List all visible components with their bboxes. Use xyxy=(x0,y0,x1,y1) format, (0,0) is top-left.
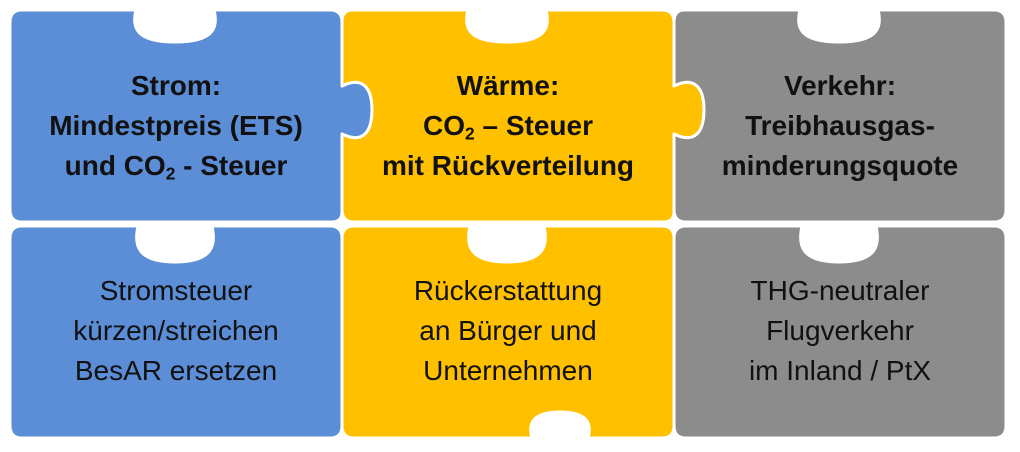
title-verkehr-line3: minderungsquote xyxy=(721,150,959,181)
puzzle-piece-verkehr-top xyxy=(672,8,1008,224)
measure-waerme-line3: Unternehmen xyxy=(423,355,593,386)
title-strom-line1: Strom: xyxy=(130,70,222,101)
measure-waerme-line2: an Bürger und xyxy=(419,315,597,346)
puzzle-piece-verkehr-bottom xyxy=(672,224,1008,440)
title-waerme-line3: mit Rückverteilung xyxy=(381,150,635,181)
puzzle-piece-waerme-bottom xyxy=(340,224,676,440)
measure-verkehr-line2: Flugverkehr xyxy=(766,315,914,346)
measure-strom: Stromsteuer kürzen/streichen BesAR erset… xyxy=(16,266,336,396)
title-waerme-line1: Wärme: xyxy=(456,70,560,101)
title-verkehr-line1: Verkehr: xyxy=(783,70,897,101)
title-strom-line3: und CO2 - Steuer xyxy=(64,150,288,184)
title-strom-line2: Mindestpreis (ETS) xyxy=(49,110,303,141)
measure-waerme: Rückerstattung an Bürger und Unternehmen xyxy=(348,266,668,396)
measure-strom-line2: kürzen/streichen xyxy=(73,315,279,346)
title-verkehr: Verkehr: Treibhausgas- minderungsquote xyxy=(680,56,1000,196)
measure-verkehr: THG-neutraler Flugverkehr im Inland / Pt… xyxy=(680,266,1000,396)
measure-waerme-line1: Rückerstattung xyxy=(413,275,603,306)
measure-strom-line3: BesAR ersetzen xyxy=(74,355,278,386)
measure-strom-line1: Stromsteuer xyxy=(99,275,253,306)
title-waerme: Wärme: CO2 – Steuer mit Rückverteilung xyxy=(348,56,668,196)
title-verkehr-line2: Treibhausgas- xyxy=(745,110,935,141)
measure-verkehr-line1: THG-neutraler xyxy=(750,275,930,306)
title-waerme-line2: CO2 – Steuer xyxy=(423,110,593,144)
measure-verkehr-line3: im Inland / PtX xyxy=(748,355,932,386)
title-strom: Strom: Mindestpreis (ETS) und CO2 - Steu… xyxy=(16,56,336,196)
